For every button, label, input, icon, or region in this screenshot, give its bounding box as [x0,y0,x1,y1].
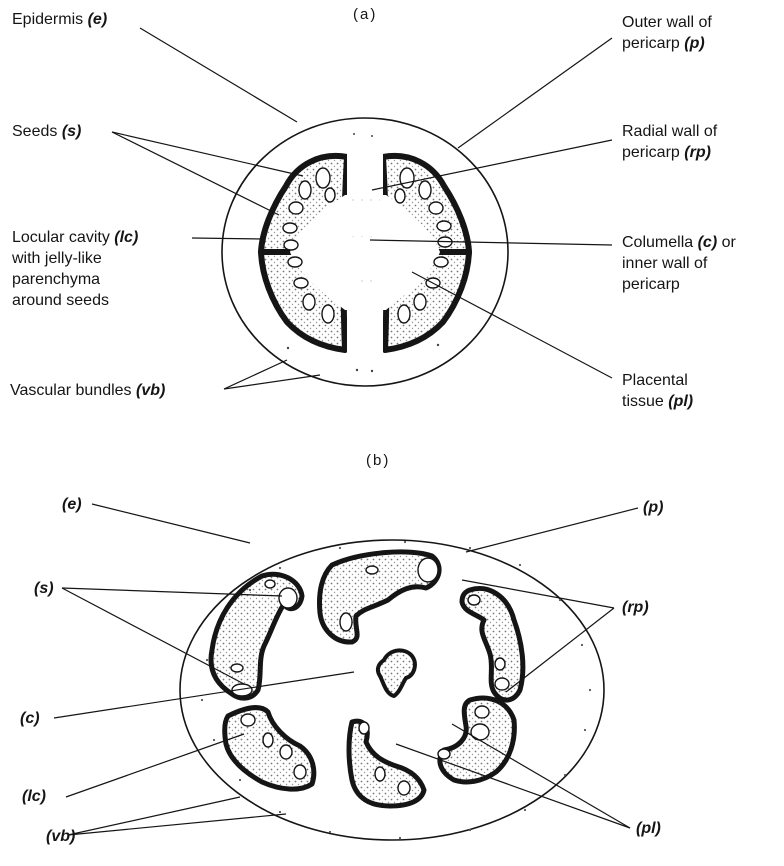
label-placental-tissue: Placental tissue (pl) [622,370,693,412]
label-columella: Columella (c) or inner wall of pericarp [622,232,736,295]
fruit-a [222,118,508,386]
label-vascular-bundles: Vascular bundles (vb) [10,380,165,401]
label-b-e: (e) [62,494,82,515]
label-locular-cavity: Locular cavity (lc) with jelly-like pare… [12,227,138,311]
label-epidermis: Epidermis (e) [12,9,107,30]
label-outer-wall: Outer wall of pericarp (p) [622,12,712,54]
label-radial-wall: Radial wall of pericarp (rp) [622,121,717,163]
label-b-rp: (rp) [622,597,649,618]
fruit-b [180,540,604,840]
panel-a-title: (a) [353,6,377,23]
label-seeds: Seeds (s) [12,121,81,142]
panel-b-title: (b) [366,452,390,469]
label-b-vb: (vb) [46,826,75,847]
label-b-pl: (pl) [636,818,661,839]
label-b-p: (p) [643,497,663,518]
label-b-s: (s) [34,578,54,599]
label-b-lc: (lc) [22,786,46,807]
label-b-c: (c) [20,708,40,729]
radial-wall-a [347,150,383,360]
